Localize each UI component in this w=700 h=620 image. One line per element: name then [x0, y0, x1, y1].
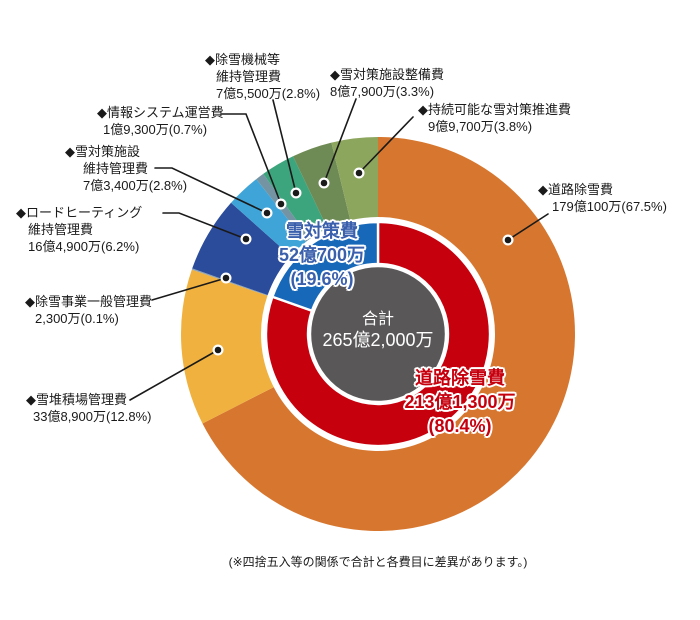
callout-road-snow-removal: ◆道路除雪費 179億100万(67.5%) — [538, 181, 667, 215]
outer-ring-segment-1 — [180, 269, 274, 424]
inner-label-snow-measures: 雪対策費 52億700万 (19.6%) — [279, 219, 365, 291]
outer-ring-segment-3 — [192, 202, 291, 296]
outer-ring-segment-0 — [202, 137, 575, 531]
callout-line: 2,300万(0.1%) — [35, 311, 119, 326]
leader-dot-2 — [353, 167, 365, 179]
callout-road-heating: ◆ロードヒーティング 維持管理費 16億4,900万(6.2%) — [16, 204, 142, 255]
callout-line: ◆持続可能な雪対策推進費 — [418, 102, 571, 117]
outer-ring-segment-2 — [191, 268, 268, 296]
inner-label-line: 52億700万 — [278, 245, 366, 265]
inner-label-line: (80.4%) — [428, 416, 492, 436]
leader-line-1 — [323, 98, 357, 184]
callout-line: 33億8,900万(12.8%) — [33, 409, 152, 424]
inner-label-line: 道路除雪費 — [414, 368, 505, 388]
leader-dot-1 — [318, 177, 330, 189]
inner-ring-segment-0 — [264, 220, 492, 448]
inner-label-line: 雪対策費 — [286, 221, 358, 241]
inner-label-line: 213億1,300万 — [404, 392, 516, 412]
callout-line: 16億4,900万(6.2%) — [28, 239, 140, 254]
leader-dot-6 — [220, 272, 232, 284]
callout-sustainable-snow-policy: ◆持続可能な雪対策推進費 9億9,700万(3.8%) — [418, 101, 571, 135]
total-label: 合計 — [361, 311, 395, 328]
callout-line: 維持管理費 — [216, 69, 282, 84]
callout-line: 1億9,300万(0.7%) — [103, 122, 208, 137]
callout-line: 7億3,400万(2.8%) — [83, 178, 188, 193]
outer-ring-segment-8 — [331, 137, 378, 221]
callout-snow-machine-maintenance: ◆除雪機械等 維持管理費 7億5,500万(2.8%) — [205, 51, 320, 102]
callout-line: 7億5,500万(2.8%) — [216, 86, 321, 101]
leader-line-8 — [507, 213, 549, 241]
leader-dot-3 — [275, 198, 287, 210]
center-hub-circle — [308, 264, 448, 404]
callout-snow-facility-construction: ◆雪対策施設整備費 8億7,900万(3.3%) — [330, 66, 444, 100]
inner-label-line: (19.6%) — [290, 269, 354, 289]
total-value: 265億2,000万 — [322, 330, 434, 350]
leader-line-6 — [151, 277, 227, 301]
callout-line: 維持管理費 — [28, 222, 94, 237]
leader-dot-5 — [240, 233, 252, 245]
callout-line: ◆除雪機械等 — [205, 52, 280, 67]
rounding-footnote: (※四捨五入等の関係で合計と各費目に差異があります。) — [228, 555, 528, 569]
callout-line: ◆雪堆積場管理費 — [26, 392, 127, 407]
leader-dot-7 — [212, 344, 224, 356]
callout-general-admin: ◆除雪事業一般管理費 2,300万(0.1%) — [25, 293, 152, 327]
callout-line: ◆雪対策施設整備費 — [330, 67, 444, 82]
leader-line-0 — [272, 99, 297, 194]
callout-line: 8億7,900万(3.3%) — [330, 84, 435, 99]
callout-line: 179億100万(67.5%) — [552, 199, 667, 214]
callout-line: ◆雪対策施設 — [65, 144, 140, 159]
callout-info-system: ◆情報システム運営費 1億9,300万(0.7%) — [97, 104, 224, 138]
leader-line-7 — [129, 349, 219, 401]
inner-label-road-snow-removal: 道路除雪費 213億1,300万 (80.4%) — [404, 366, 515, 438]
center-total: 合計 265億2,000万 — [322, 309, 433, 351]
leader-line-4 — [154, 167, 268, 214]
leader-dot-4 — [261, 207, 273, 219]
callout-line: ◆除雪事業一般管理費 — [25, 294, 152, 309]
leader-dot-0 — [290, 187, 302, 199]
callout-line: ◆ロードヒーティング — [16, 205, 143, 220]
leader-line-5 — [162, 212, 247, 240]
inner-ring-segment-1 — [271, 220, 380, 312]
callout-snow-facility-maintenance: ◆雪対策施設 維持管理費 7億3,400万(2.8%) — [65, 143, 187, 194]
callout-line: 9億9,700万(3.8%) — [428, 119, 533, 134]
callout-line: ◆道路除雪費 — [538, 182, 613, 197]
leader-line-2 — [358, 116, 414, 174]
callout-snow-dump-site: ◆雪堆積場管理費 33億8,900万(12.8%) — [26, 391, 152, 425]
callout-line: 維持管理費 — [83, 161, 149, 176]
leader-dot-8 — [502, 234, 514, 246]
callout-line: ◆情報システム運営費 — [97, 105, 224, 120]
leader-line-3 — [221, 113, 282, 205]
